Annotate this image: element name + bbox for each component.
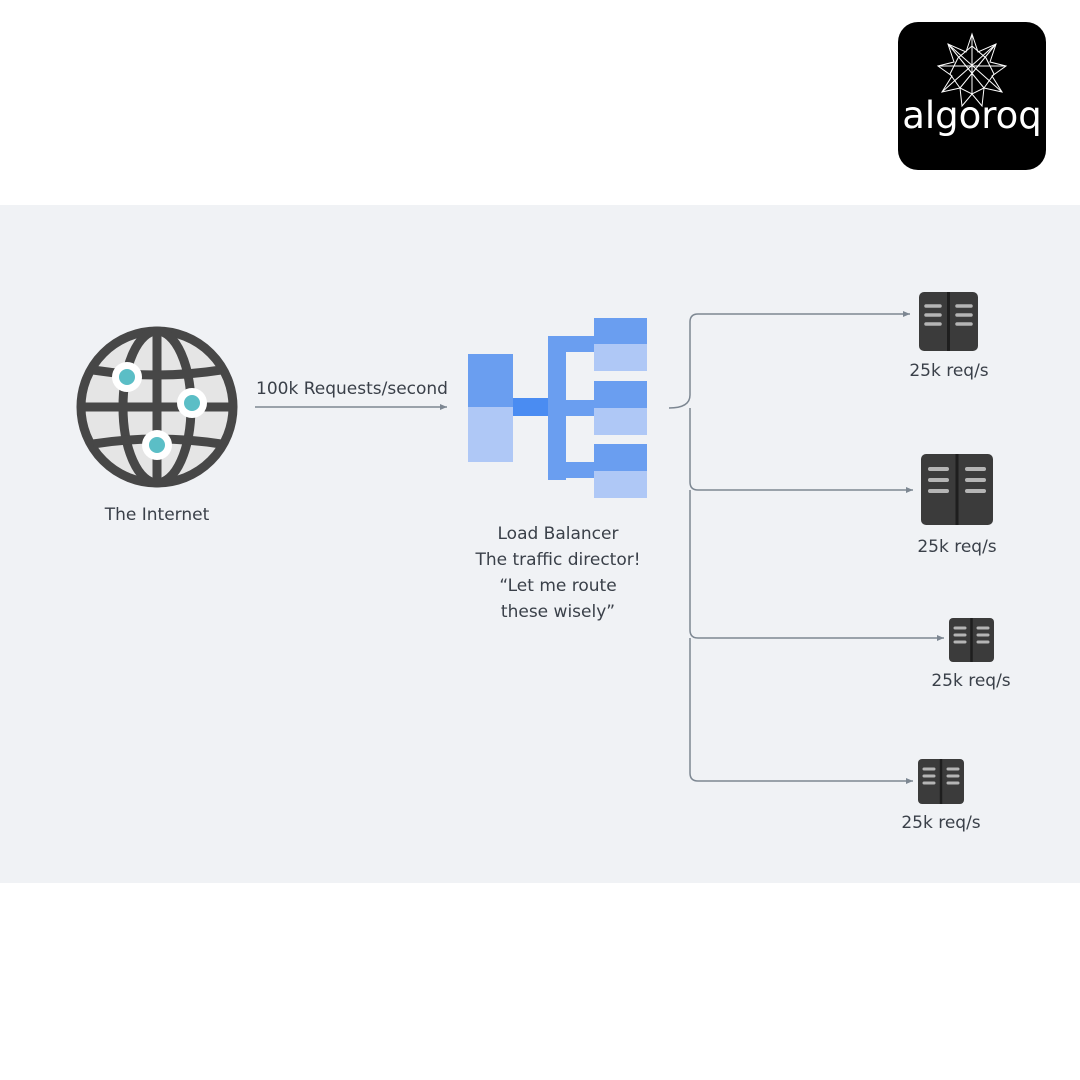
- server-icon: [919, 292, 978, 351]
- load-balancer-title: Load Balancer: [497, 524, 619, 544]
- globe-icon: [76, 326, 238, 488]
- server-icon: [918, 759, 964, 804]
- server-2-rate-label: 25k req/s: [917, 537, 997, 557]
- server-1-rate-label: 25k req/s: [909, 361, 989, 381]
- location-pin-icon: [177, 388, 207, 418]
- load-balancer-icon: [468, 318, 647, 498]
- internet-label: The Internet: [104, 505, 210, 525]
- server-3-rate-label: 25k req/s: [931, 671, 1011, 691]
- load-balancer-caption: Load Balancer The traffic director! “Let…: [458, 521, 658, 625]
- diagram-panel: [0, 205, 1080, 883]
- server-icon: [921, 454, 993, 525]
- load-balancer-quote-line-2: these wisely”: [500, 602, 616, 622]
- star-icon: [936, 32, 1008, 108]
- load-balancer-quote-line-1: “Let me route: [499, 576, 617, 596]
- server-4-rate-label: 25k req/s: [901, 813, 981, 833]
- brand-logo: algoroq: [898, 22, 1046, 170]
- request-rate-label: 100k Requests/second: [256, 379, 448, 399]
- location-pin-icon: [142, 430, 172, 460]
- location-pin-icon: [112, 362, 142, 392]
- brand-logo-text: algoroq: [902, 94, 1042, 137]
- load-balancer-subtitle: The traffic director!: [475, 550, 641, 570]
- distribution-connector: [668, 311, 944, 784]
- server-icon: [949, 618, 994, 662]
